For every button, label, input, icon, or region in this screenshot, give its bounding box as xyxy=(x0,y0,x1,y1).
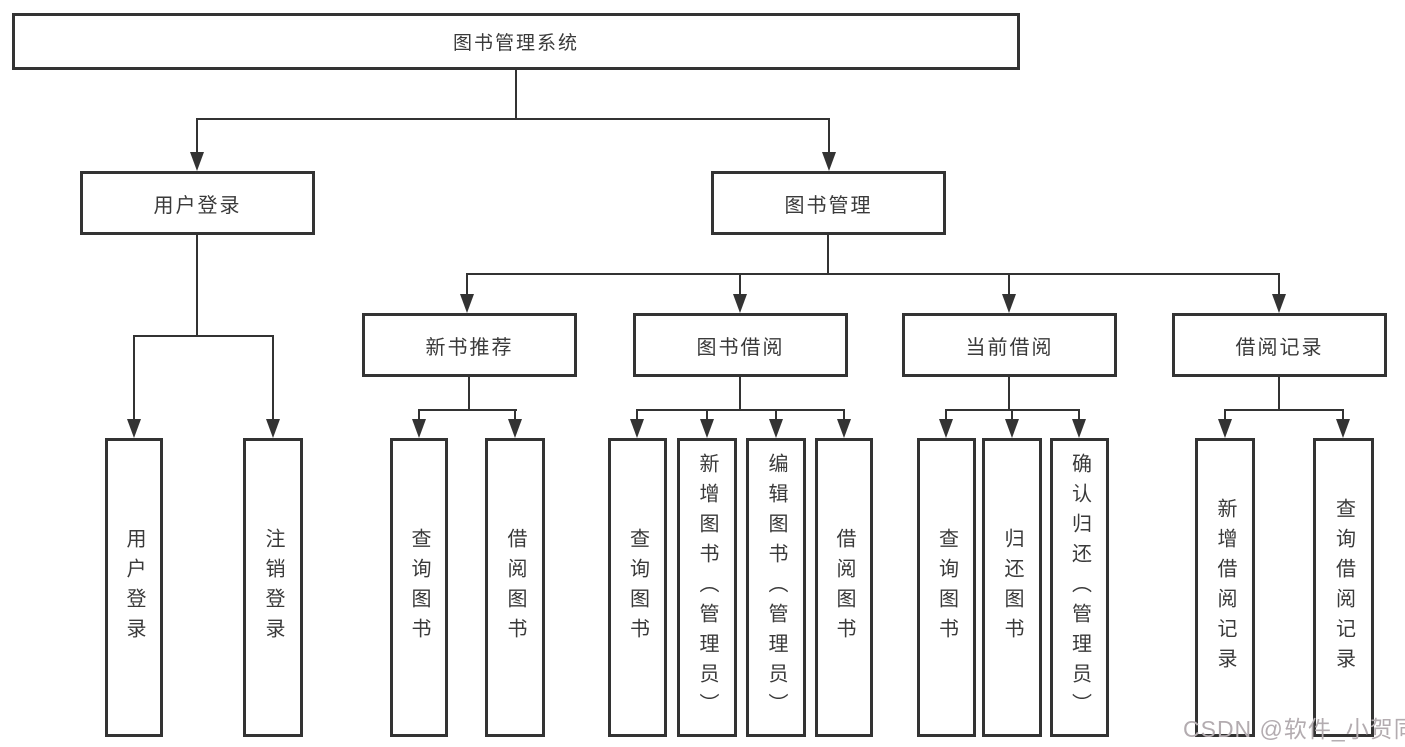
node-return-books: 归还图书 xyxy=(982,438,1042,737)
node-borrowing-borrow-books: 借阅图书 xyxy=(815,438,873,737)
arrowhead-down-icon xyxy=(733,294,747,313)
node-add-books-admin: 新增图书（管理员） xyxy=(677,438,737,737)
node-confirm-return-admin: 确认归还（管理员） xyxy=(1050,438,1109,737)
connector-line xyxy=(418,409,420,421)
arrowhead-down-icon xyxy=(630,419,644,438)
arrowhead-down-icon xyxy=(1218,419,1232,438)
connector-line xyxy=(514,409,516,421)
connector-line xyxy=(466,273,1280,275)
connector-line xyxy=(196,118,198,155)
arrowhead-down-icon xyxy=(508,419,522,438)
connector-line xyxy=(1008,273,1010,297)
connector-line xyxy=(196,118,830,120)
node-label: 查询借阅记录 xyxy=(1332,497,1355,678)
arrowhead-down-icon xyxy=(1072,419,1086,438)
node-label: 借阅记录 xyxy=(1235,336,1324,359)
node-recommend-query-books: 查询图书 xyxy=(390,438,448,737)
node-label: 用户登录 xyxy=(153,194,242,217)
node-label: 借阅图书 xyxy=(504,527,526,648)
connector-line xyxy=(636,409,845,411)
connector-line xyxy=(1224,409,1226,421)
node-label: 借阅图书 xyxy=(833,527,855,648)
connector-line xyxy=(1011,409,1013,421)
connector-line xyxy=(1008,377,1010,411)
connector-line xyxy=(1278,273,1280,297)
arrowhead-down-icon xyxy=(190,152,204,171)
node-book-borrowing: 图书借阅 xyxy=(633,313,848,377)
node-label: 查询图书 xyxy=(408,527,430,648)
arrowhead-down-icon xyxy=(1272,294,1286,313)
connector-line xyxy=(828,118,830,155)
connector-line xyxy=(418,409,517,411)
node-label: 图书管理系统 xyxy=(452,33,579,54)
node-borrowing-query-books: 查询图书 xyxy=(608,438,667,737)
node-new-book-recommendation: 新书推荐 xyxy=(362,313,577,377)
node-label: 新书推荐 xyxy=(425,336,514,359)
arrowhead-down-icon xyxy=(837,419,851,438)
node-current-query-books: 查询图书 xyxy=(917,438,976,737)
connector-line xyxy=(468,377,470,411)
arrowhead-down-icon xyxy=(412,419,426,438)
node-recommend-borrow-books: 借阅图书 xyxy=(485,438,545,737)
node-root-library-management-system: 图书管理系统 xyxy=(12,13,1020,70)
node-label: 新增图书（管理员） xyxy=(696,452,718,723)
connector-line xyxy=(739,377,741,411)
node-label: 确认归还（管理员） xyxy=(1068,452,1091,723)
node-label: 图书借阅 xyxy=(696,336,785,359)
connector-line xyxy=(636,409,638,421)
node-label: 用户登录 xyxy=(123,527,145,648)
connector-line xyxy=(775,409,777,421)
node-book-management: 图书管理 xyxy=(711,171,946,235)
node-query-borrowing-record: 查询借阅记录 xyxy=(1313,438,1374,737)
connector-line xyxy=(739,273,741,297)
arrowhead-down-icon xyxy=(1005,419,1019,438)
node-label: 图书管理 xyxy=(784,194,873,217)
connector-line xyxy=(1224,409,1344,411)
node-user-login: 用户登录 xyxy=(105,438,163,737)
arrowhead-down-icon xyxy=(769,419,783,438)
connector-line xyxy=(272,335,274,421)
node-label: 注销登录 xyxy=(262,527,284,648)
arrowhead-down-icon xyxy=(700,419,714,438)
arrowhead-down-icon xyxy=(822,152,836,171)
node-label: 当前借阅 xyxy=(965,336,1054,359)
csdn-watermark: CSDN @软件_小贺同学 xyxy=(1183,716,1405,742)
connector-line xyxy=(945,409,947,421)
connector-line xyxy=(706,409,708,421)
connector-line xyxy=(133,335,274,337)
node-label: 归还图书 xyxy=(1001,527,1023,648)
node-edit-books-admin: 编辑图书（管理员） xyxy=(746,438,806,737)
arrowhead-down-icon xyxy=(127,419,141,438)
node-add-borrowing-record: 新增借阅记录 xyxy=(1195,438,1255,737)
connector-line xyxy=(466,273,468,297)
node-borrowing-records: 借阅记录 xyxy=(1172,313,1387,377)
connector-line xyxy=(1078,409,1080,421)
node-label: 查询图书 xyxy=(626,527,649,648)
arrowhead-down-icon xyxy=(1336,419,1350,438)
connector-line xyxy=(1342,409,1344,421)
node-label: 查询图书 xyxy=(935,527,958,648)
connector-line xyxy=(827,235,829,275)
arrowhead-down-icon xyxy=(1002,294,1016,313)
node-user-login-group: 用户登录 xyxy=(80,171,315,235)
connector-line xyxy=(515,70,517,120)
node-current-borrowing: 当前借阅 xyxy=(902,313,1117,377)
node-label: 编辑图书（管理员） xyxy=(765,452,787,723)
node-label: 新增借阅记录 xyxy=(1214,497,1236,678)
connector-line xyxy=(133,335,135,421)
connector-line xyxy=(1278,377,1280,411)
node-logout: 注销登录 xyxy=(243,438,303,737)
connector-line xyxy=(843,409,845,421)
arrowhead-down-icon xyxy=(939,419,953,438)
arrowhead-down-icon xyxy=(460,294,474,313)
arrowhead-down-icon xyxy=(266,419,280,438)
connector-line xyxy=(196,235,198,337)
